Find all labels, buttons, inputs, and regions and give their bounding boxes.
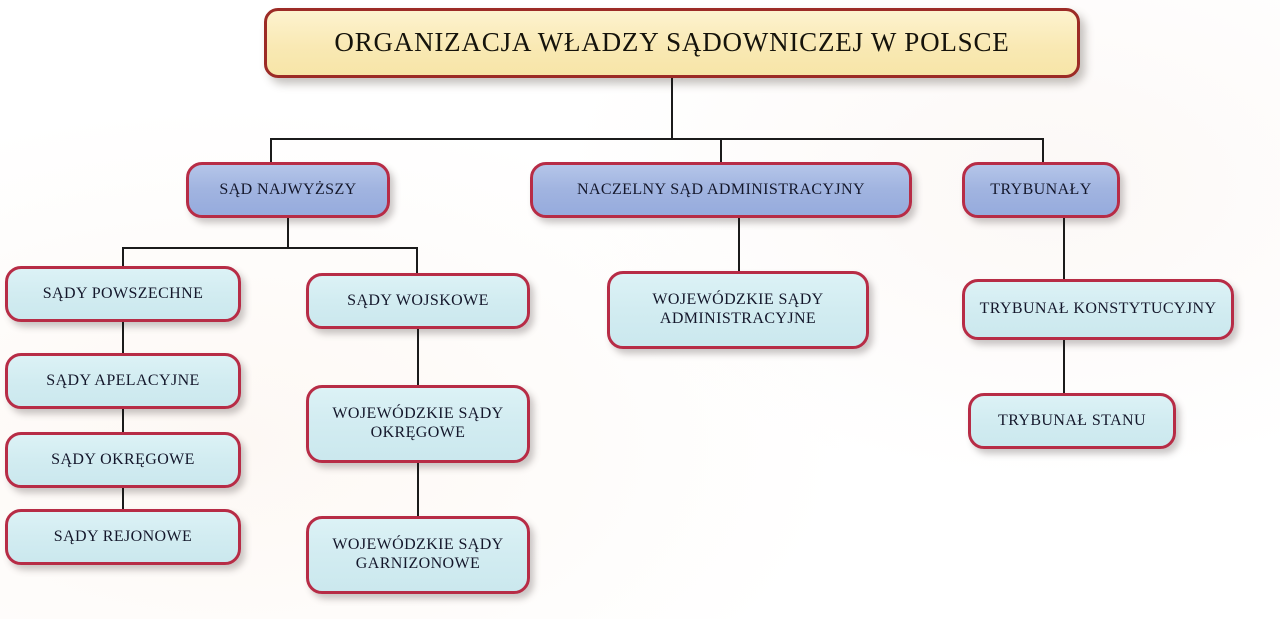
node-sady-okregowe-label: SĄDY OKRĘGOWE [51,450,195,468]
node-trybunal-konstytucyjny-label: TRYBUNAŁ KONSTYTUCYJNY [979,300,1217,318]
node-wojewodzkie-sady-okregowe[interactable]: WOJEWÓDZKIE SĄDY OKRĘGOWE [306,385,530,463]
node-wsok-line1: WOJEWÓDZKIE SĄDY [332,405,504,423]
connector-sn-drop [287,218,289,248]
node-wsok-line2: OKRĘGOWE [370,424,466,441]
node-wojewodzkie-sady-administracyjne-label: WOJEWÓDZKIE SĄDY ADMINISTRACYJNE [652,291,823,329]
connector-okregowe-rejonowe [122,488,124,510]
node-trybunal-stanu-label: TRYBUNAŁ STANU [998,411,1146,429]
connector-trybunaly-drop [1063,218,1065,280]
node-sady-apelacyjne-label: SĄDY APELACYJNE [46,371,200,389]
node-sady-wojskowe[interactable]: SĄDY WOJSKOWE [306,273,530,329]
node-wojewodzkie-sady-garnizonowe-label: WOJEWÓDZKIE SĄDY GARNIZONOWE [332,536,503,574]
node-sady-wojskowe-label: SĄDY WOJSKOWE [347,291,489,309]
node-wojewodzkie-sady-garnizonowe[interactable]: WOJEWÓDZKIE SĄDY GARNIZONOWE [306,516,530,594]
connector-sn-to-wojskowe [416,247,418,273]
node-wsgar-line2: GARNIZONOWE [355,555,481,572]
node-wojewodzkie-sady-administracyjne[interactable]: WOJEWÓDZKIE SĄDY ADMINISTRACYJNE [607,271,869,349]
connector-to-trybunaly [1042,138,1044,164]
connector-sn-to-powszechne [122,247,124,267]
node-wsa-line1: WOJEWÓDZKIE SĄDY [652,291,824,309]
connector-to-sad-najwyzszy [270,138,272,164]
node-sady-apelacyjne[interactable]: SĄDY APELACYJNE [5,353,241,409]
connector-title-drop [671,78,673,139]
node-trybunal-konstytucyjny[interactable]: TRYBUNAŁ KONSTYTUCYJNY [962,279,1234,340]
chart-title-text: ORGANIZACJA WŁADZY SĄDOWNICZEJ W POLSCE [334,27,1010,58]
connector-okregowe-garnizonowe [417,463,419,516]
node-naczelny-sad-administracyjny-label: NACZELNY SĄD ADMINISTRACYJNY [577,180,865,198]
node-trybunaly-label: TRYBUNAŁY [990,180,1092,198]
node-sady-rejonowe-label: SĄDY REJONOWE [53,527,193,545]
connector-wojskowe-okregowe [417,329,419,385]
connector-konstytucyjny-stanu [1063,340,1065,394]
node-trybunal-stanu[interactable]: TRYBUNAŁ STANU [968,393,1176,449]
chart-title-box: ORGANIZACJA WŁADZY SĄDOWNICZEJ W POLSCE [264,8,1080,78]
node-sady-powszechne-label: SĄDY POWSZECHNE [42,284,204,302]
node-sady-rejonowe[interactable]: SĄDY REJONOWE [5,509,241,565]
node-sady-powszechne[interactable]: SĄDY POWSZECHNE [5,266,241,322]
node-wojewodzkie-sady-okregowe-label: WOJEWÓDZKIE SĄDY OKRĘGOWE [332,405,503,443]
connector-to-nsa [720,138,722,164]
node-sady-okregowe[interactable]: SĄDY OKRĘGOWE [5,432,241,488]
connector-apelacyjne-okregowe [122,409,124,433]
connector-powszechne-apelacyjne [122,322,124,353]
connector-nsa-drop [738,218,740,272]
node-wsgar-line1: WOJEWÓDZKIE SĄDY [332,536,504,554]
node-trybunaly[interactable]: TRYBUNAŁY [962,162,1120,218]
node-sad-najwyzszy-label: SĄD NAJWYŻSZY [219,180,357,198]
node-naczelny-sad-administracyjny[interactable]: NACZELNY SĄD ADMINISTRACYJNY [530,162,912,218]
node-wsa-line2: ADMINISTRACYJNE [659,310,817,327]
node-sad-najwyzszy[interactable]: SĄD NAJWYŻSZY [186,162,390,218]
connector-sn-bus [122,247,418,249]
connector-level1-bus [270,138,1044,140]
